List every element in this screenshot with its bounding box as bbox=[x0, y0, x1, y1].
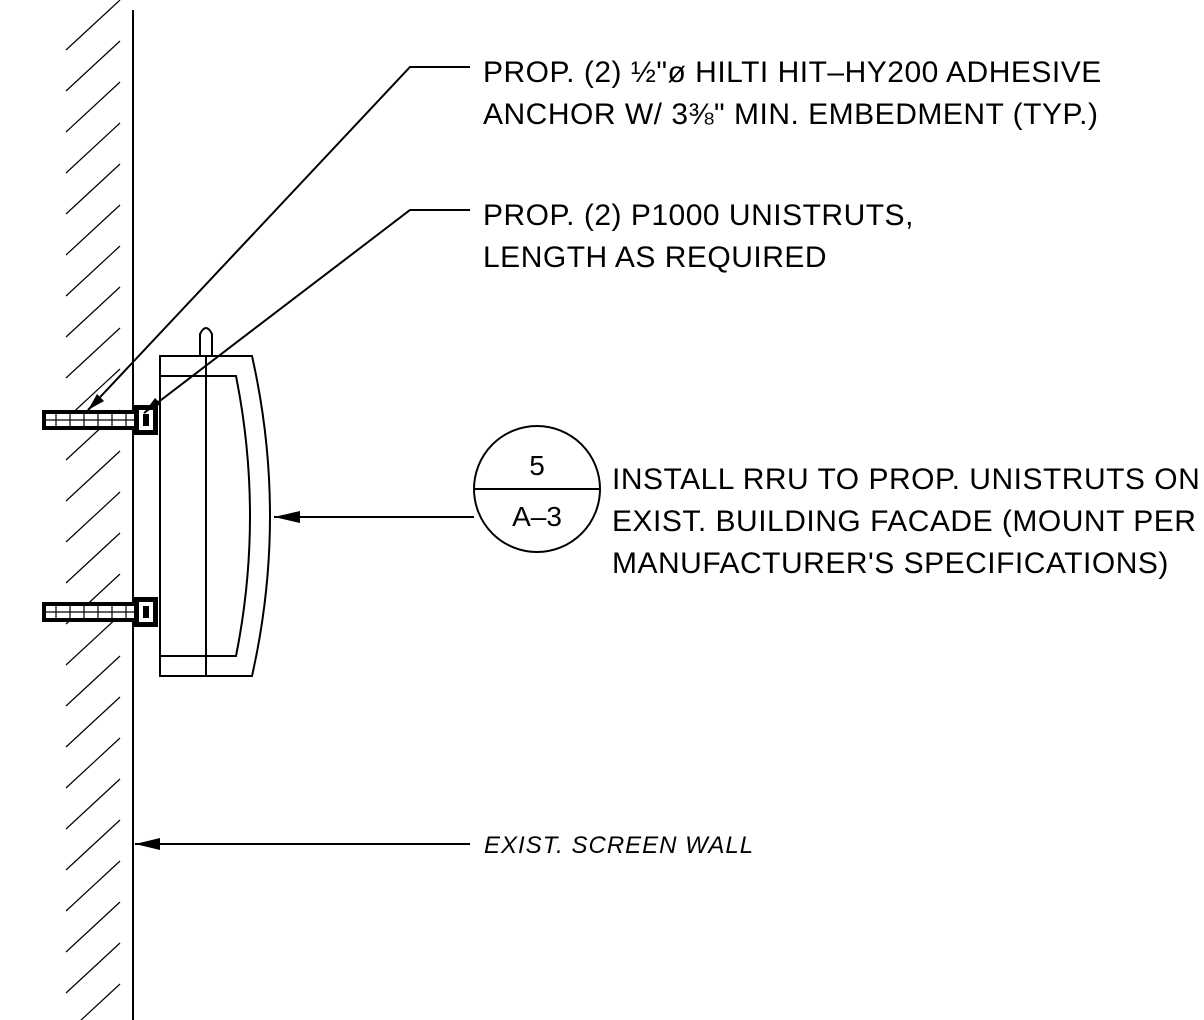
detail-sheet: A–3 bbox=[512, 501, 562, 532]
hatch-line bbox=[65, 491, 121, 543]
detail-number: 5 bbox=[529, 450, 545, 481]
hatch-line bbox=[65, 532, 121, 584]
hatch-line bbox=[65, 942, 121, 994]
rru-note-line2: EXIST. BUILDING FACADE (MOUNT PER bbox=[612, 505, 1196, 538]
hatch-line bbox=[65, 860, 121, 912]
hatch-line bbox=[65, 737, 121, 789]
unistrut-note-line2: LENGTH AS REQUIRED bbox=[483, 241, 827, 274]
detail-bubble: 5 A–3 bbox=[473, 425, 601, 553]
hatch-line bbox=[65, 81, 121, 133]
upper-anchor-rod bbox=[42, 410, 142, 430]
hatch-line bbox=[65, 0, 121, 51]
anchor-note-line1: PROP. (2) ½"ø HILTI HIT–HY200 ADHESIVE bbox=[483, 56, 1102, 89]
hatch-line bbox=[65, 286, 121, 338]
hatch-line bbox=[65, 327, 121, 379]
hatch-line bbox=[65, 696, 121, 748]
hatch-line bbox=[65, 614, 121, 666]
wall-hatch bbox=[65, 0, 121, 1020]
anchor-note-line2: ANCHOR W/ 3⅜" MIN. EMBEDMENT (TYP.) bbox=[483, 98, 1098, 131]
hatch-line bbox=[65, 40, 121, 92]
rru-unit bbox=[159, 327, 271, 677]
rru-note-line3: MANUFACTURER'S SPECIFICATIONS) bbox=[612, 547, 1169, 580]
hatch-line bbox=[65, 245, 121, 297]
hatch-line bbox=[65, 901, 121, 953]
hatch-line bbox=[80, 983, 121, 1020]
wall-leader bbox=[135, 838, 470, 850]
upper-anchor-nut bbox=[134, 405, 158, 435]
hatch-line bbox=[65, 450, 121, 502]
hatch-line bbox=[65, 778, 121, 830]
hatch-line bbox=[65, 204, 121, 256]
unistrut-note-line1: PROP. (2) P1000 UNISTRUTS, bbox=[483, 199, 914, 232]
lower-anchor-rod bbox=[42, 602, 142, 622]
lower-anchor-nut bbox=[134, 597, 158, 627]
wall-label: EXIST. SCREEN WALL bbox=[484, 832, 754, 859]
hatch-line bbox=[65, 819, 121, 871]
hatch-line bbox=[65, 655, 121, 707]
hatch-line bbox=[65, 122, 121, 174]
anchor-leader bbox=[87, 66, 470, 411]
rru-leader bbox=[274, 511, 474, 523]
rru-note-line1: INSTALL RRU TO PROP. UNISTRUTS ON bbox=[612, 463, 1200, 496]
hatch-line bbox=[65, 163, 121, 215]
unistrut-leader bbox=[143, 209, 470, 414]
